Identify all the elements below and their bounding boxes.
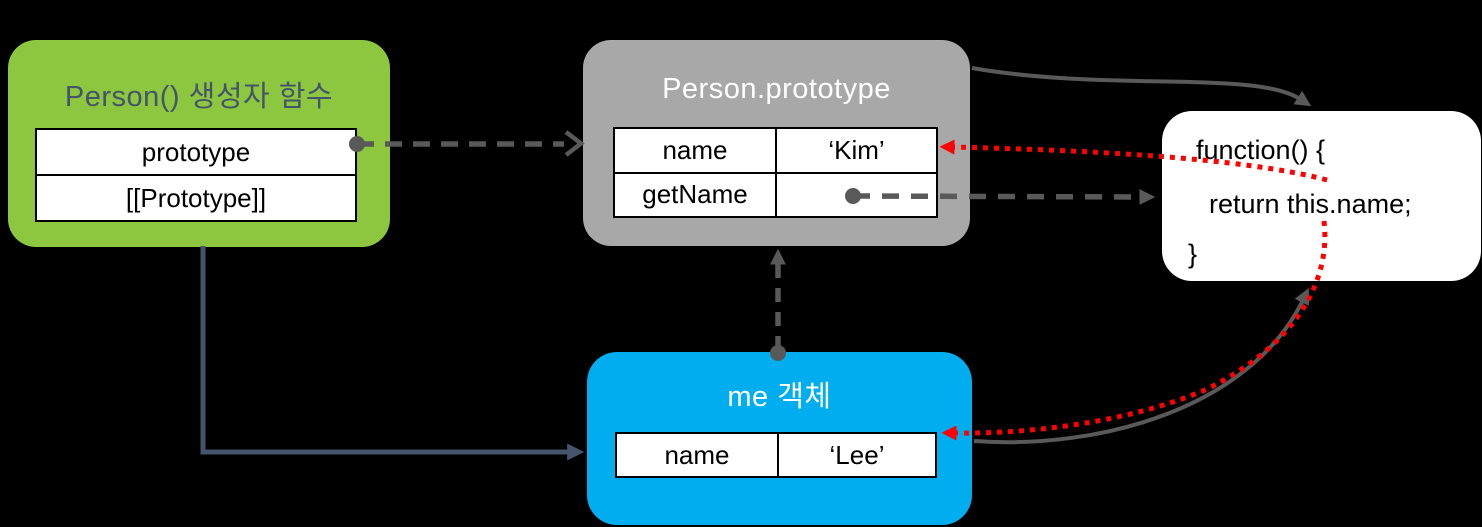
constructor-function-box: Person() 생성자 함수 prototype [[Prototype]]	[8, 40, 390, 247]
me-name-key-cell: name	[664, 439, 730, 470]
constructor-box-title: Person() 생성자 함수	[64, 81, 334, 113]
prototype-table: name ‘Kim’ getName	[613, 127, 938, 218]
name-value-cell: ‘Kim’	[775, 129, 936, 172]
prototype-object-box: Person.prototype name ‘Kim’ getName	[583, 40, 970, 246]
function-object-box: function() { return this.name; }	[1162, 111, 1481, 281]
constructor-table: prototype [[Prototype]]	[35, 128, 357, 222]
me-box-title: me 객체	[727, 381, 832, 413]
getname-value-cell	[775, 173, 936, 216]
internal-prototype-slot-cell: [[Prototype]]	[125, 182, 267, 213]
prototype-arrowhead-chevron	[564, 130, 585, 157]
prototype-property-cell: prototype	[141, 136, 251, 167]
table-row: name ‘Lee’	[617, 434, 935, 476]
table-row: name ‘Kim’	[615, 129, 936, 172]
me-name-value-cell: ‘Lee’	[777, 434, 935, 476]
table-row: [[Prototype]]	[37, 174, 355, 220]
me-to-function-curve	[973, 288, 1310, 445]
table-row: getName	[615, 171, 936, 216]
constructor-to-me-elbow-arrow	[200, 246, 585, 461]
prototypeobj-to-function-curve	[971, 66, 1312, 107]
function-code-line-3: }	[1188, 239, 1198, 269]
table-row: prototype	[37, 130, 355, 174]
me-table: name ‘Lee’	[615, 432, 937, 478]
name-key-cell: name	[662, 134, 728, 165]
function-code-line-2: return this.name;	[1209, 189, 1412, 219]
function-code-line-1: function() {	[1196, 135, 1326, 165]
me-object-box: me 객체 name ‘Lee’	[587, 352, 972, 525]
getname-key-cell: getName	[642, 179, 748, 210]
prototype-box-title: Person.prototype	[662, 73, 891, 105]
